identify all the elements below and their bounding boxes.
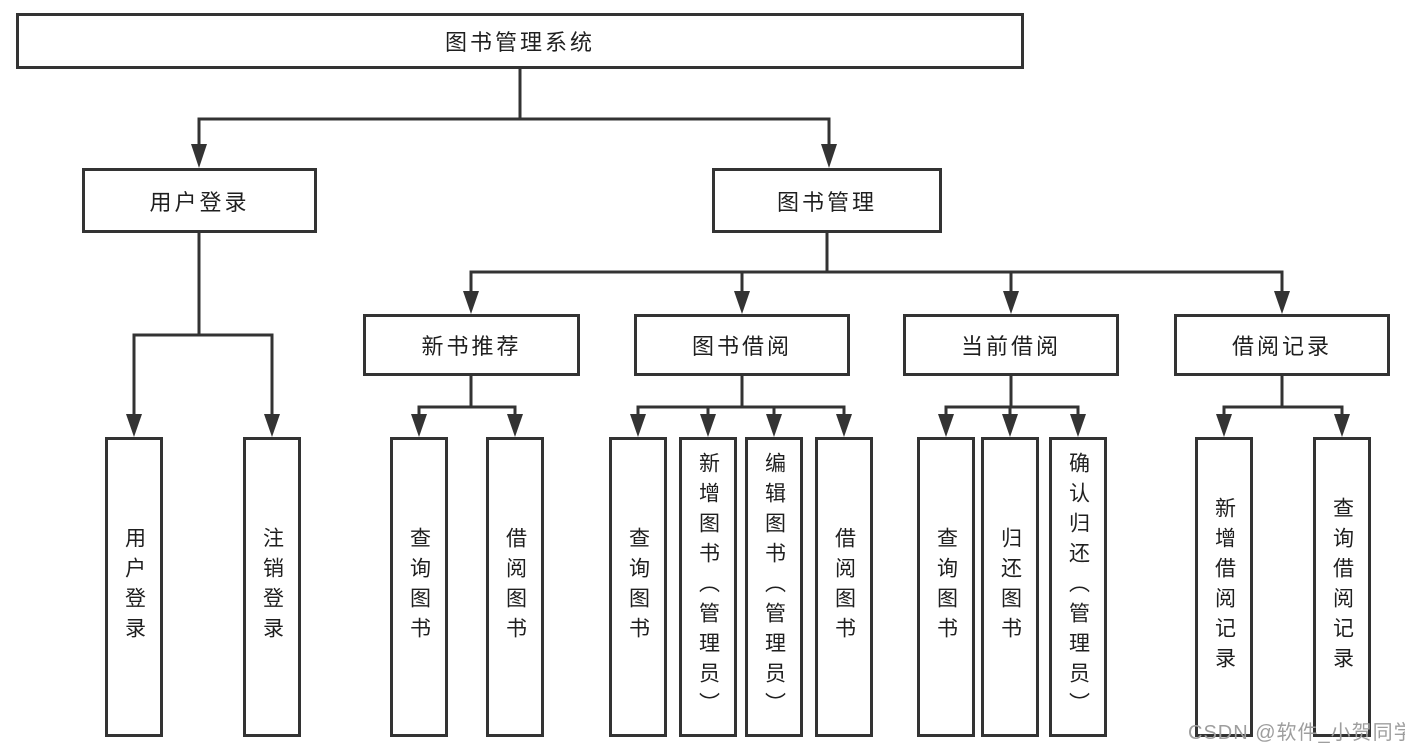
leaf-query-books-borrowing: 查询图书: [609, 437, 667, 737]
node-borrowing-records-label: 借阅记录: [1231, 334, 1332, 359]
leaf-borrow-books-recommend: 借阅图书: [486, 437, 544, 737]
node-book-borrowing: 图书借阅: [634, 314, 850, 376]
node-book-management: 图书管理: [712, 168, 942, 233]
node-new-book-recommendation-label: 新书推荐: [421, 334, 522, 359]
leaf-edit-book-admin-label: 编辑图书（管理员）: [762, 452, 786, 722]
node-user-login-label: 用户登录: [149, 189, 250, 215]
leaf-add-book-admin: 新增图书（管理员）: [679, 437, 737, 737]
leaf-add-book-admin-label: 新增图书（管理员）: [696, 452, 720, 722]
leaf-return-book: 归还图书: [981, 437, 1039, 737]
node-book-management-label: 图书管理: [776, 189, 877, 215]
leaf-return-book-label: 归还图书: [998, 527, 1022, 647]
leaf-confirm-return-admin-label: 确认归还（管理员）: [1066, 452, 1090, 722]
leaf-query-books-current-label: 查询图书: [934, 527, 958, 647]
leaf-borrow-books-borrowing-label: 借阅图书: [832, 527, 856, 647]
leaf-logout: 注销登录: [243, 437, 301, 737]
leaf-query-borrow-record-label: 查询借阅记录: [1330, 497, 1354, 677]
leaf-add-borrow-record-label: 新增借阅记录: [1212, 497, 1236, 677]
node-user-login: 用户登录: [82, 168, 317, 233]
node-current-borrowing: 当前借阅: [903, 314, 1119, 376]
leaf-query-books-recommend-label: 查询图书: [407, 527, 431, 647]
leaf-query-books-current: 查询图书: [917, 437, 975, 737]
watermark: CSDN @软件_小贺同学: [1188, 722, 1405, 744]
node-borrowing-records: 借阅记录: [1174, 314, 1390, 376]
leaf-borrow-books-recommend-label: 借阅图书: [503, 527, 527, 647]
leaf-user-login-label: 用户登录: [122, 527, 146, 647]
leaf-confirm-return-admin: 确认归还（管理员）: [1049, 437, 1107, 737]
leaf-query-books-recommend: 查询图书: [390, 437, 448, 737]
node-root: 图书管理系统: [16, 13, 1024, 69]
leaf-add-borrow-record: 新增借阅记录: [1195, 437, 1253, 737]
node-root-label: 图书管理系统: [444, 30, 595, 55]
node-current-borrowing-label: 当前借阅: [960, 334, 1061, 359]
leaf-query-books-borrowing-label: 查询图书: [626, 527, 650, 647]
leaf-borrow-books-borrowing: 借阅图书: [815, 437, 873, 737]
leaf-edit-book-admin: 编辑图书（管理员）: [745, 437, 803, 737]
leaf-query-borrow-record: 查询借阅记录: [1313, 437, 1371, 737]
leaf-logout-label: 注销登录: [260, 527, 284, 647]
leaf-user-login: 用户登录: [105, 437, 163, 737]
node-book-borrowing-label: 图书借阅: [691, 334, 792, 359]
node-new-book-recommendation: 新书推荐: [363, 314, 580, 376]
